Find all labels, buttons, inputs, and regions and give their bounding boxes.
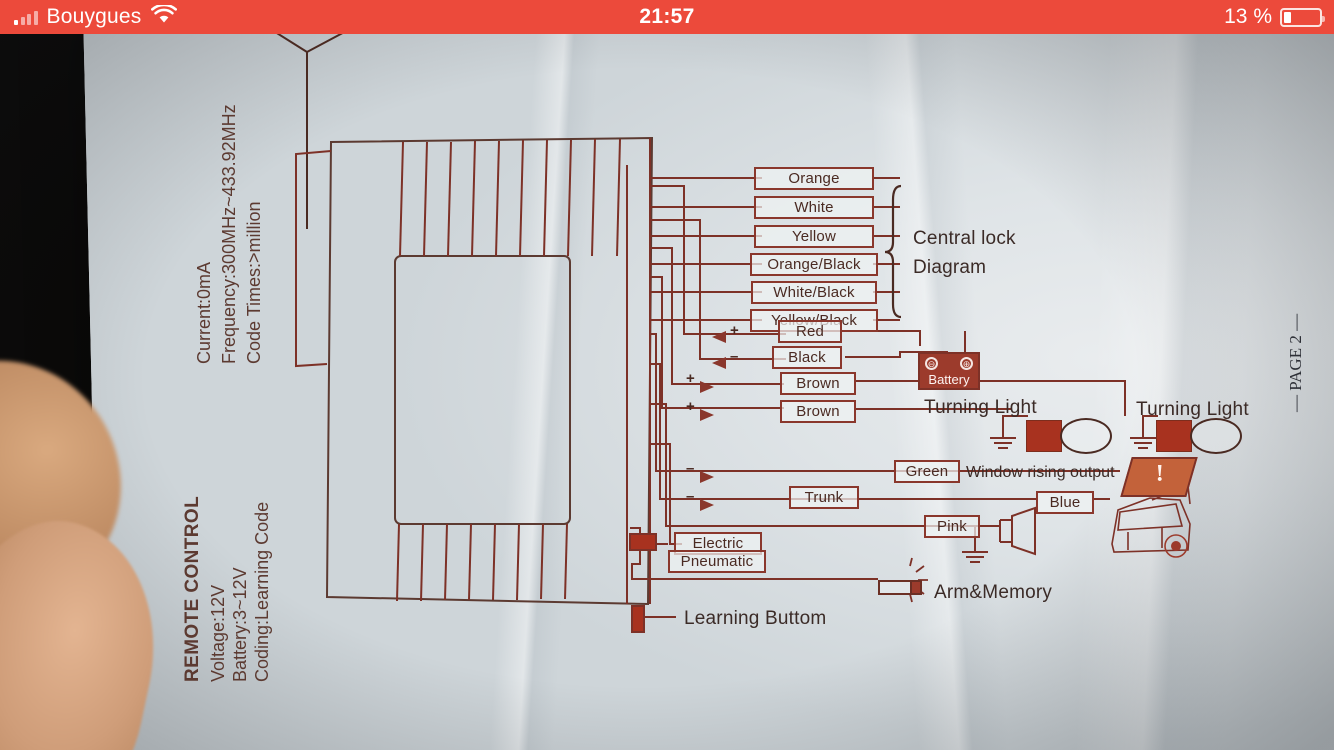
spec-voltage: Voltage:12V — [208, 584, 228, 682]
spec-frequency: Frequency:300MHz~433.92MHz — [219, 104, 239, 364]
turning-light-right-label: Turning Light — [1136, 399, 1249, 420]
arm-memory-label: Arm&Memory — [934, 582, 1053, 603]
diagram-lines — [276, 34, 1191, 633]
spec-current: Current:0mA — [194, 261, 214, 364]
wire-label-box: Red — [778, 320, 842, 343]
wifi-icon — [150, 3, 177, 29]
wire-label-box: White — [754, 196, 874, 219]
wiring-diagram: Orange White Yellow Orange/Black White/B… — [0, 34, 1334, 750]
central-lock-title-line2: Diagram — [913, 257, 987, 278]
battery-positive-terminal: ⊕ — [960, 357, 973, 370]
wire-label-box: Orange — [754, 167, 874, 190]
connector-block — [629, 533, 657, 633]
polarity-sign: – — [686, 460, 695, 477]
spec-battery: Battery:3~12V — [230, 567, 250, 682]
battery-symbol: ⊖ ⊕ Battery — [918, 352, 980, 390]
battery-low-icon — [1280, 7, 1325, 27]
wire-label-box: Brown — [780, 372, 856, 395]
polarity-sign: + — [686, 398, 695, 415]
polarity-sign: + — [686, 370, 695, 387]
status-bar-left: Bouygues — [14, 0, 177, 34]
status-bar-right: 13 % — [1224, 0, 1325, 34]
wire-label-box: Brown — [780, 400, 856, 423]
wire-label-box: Black — [772, 346, 842, 369]
learning-button-label: Learning Buttom — [684, 608, 827, 629]
window-warning-icon: ! — [1120, 457, 1198, 497]
central-lock-title-line1: Central lock — [913, 228, 1016, 249]
wire-label-box: Blue — [1036, 491, 1094, 514]
camera-photo: Orange White Yellow Orange/Black White/B… — [0, 34, 1334, 750]
page-marker: — PAGE 2 — — [1286, 313, 1305, 412]
wire-label-box: Trunk — [789, 486, 859, 509]
wire-label-box: White/Black — [751, 281, 877, 304]
carrier-label: Bouygues — [46, 5, 142, 28]
wire-label-box: Pink — [924, 515, 980, 538]
spec-code-times: Code Times:>million — [244, 201, 264, 364]
polarity-sign: – — [686, 488, 695, 505]
car-trunk-icon — [1111, 484, 1191, 558]
arrow-heads — [700, 331, 726, 511]
trunk-mode-pneumatic: Pneumatic — [668, 550, 766, 573]
cellular-bars-icon — [14, 10, 38, 25]
polarity-sign: – — [730, 348, 739, 365]
wire-label-box: Orange/Black — [750, 253, 878, 276]
window-rising-output-note: Window rising output — [966, 464, 1115, 481]
remote-control-heading: REMOTE CONTROL — [182, 495, 203, 682]
spec-coding: Coding:Learning Code — [252, 501, 272, 682]
status-bar: Bouygues 21:57 13 % — [0, 0, 1334, 34]
clock: 21:57 — [639, 5, 695, 28]
battery-percent-label: 13 % — [1224, 5, 1272, 28]
polarity-sign: + — [730, 322, 739, 339]
turning-light-left-label: Turning Light — [924, 397, 1037, 418]
wire-label-box: Yellow — [754, 225, 874, 248]
wire-label-box: Green — [894, 460, 960, 483]
battery-label: Battery — [928, 372, 970, 387]
battery-negative-terminal: ⊖ — [925, 357, 938, 370]
